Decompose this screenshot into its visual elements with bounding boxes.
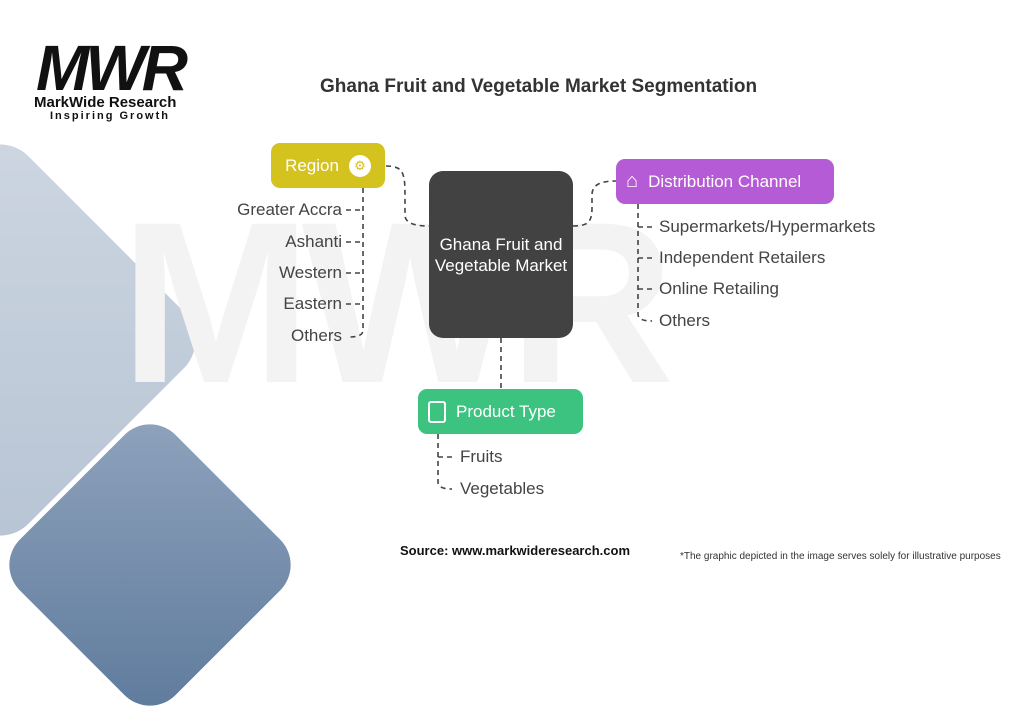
distribution-item: Supermarkets/Hypermarkets: [659, 217, 876, 236]
region-item: Others: [290, 326, 342, 345]
category-product-type: Product Type: [418, 389, 583, 434]
distribution-item: Online Retailing: [659, 279, 780, 298]
logo-mark: MWR: [36, 32, 188, 104]
category-distribution-channel: ⌂ Distribution Channel: [616, 159, 834, 204]
region-item: Eastern: [283, 294, 342, 313]
product-label: Product Type: [456, 401, 556, 421]
region-item: Western: [279, 263, 342, 282]
region-item: Greater Accra: [237, 200, 342, 219]
product-document-icon: [428, 400, 446, 423]
distribution-item: Independent Retailers: [659, 248, 826, 267]
distribution-label: Distribution Channel: [648, 171, 802, 191]
watermark: MWR: [120, 174, 675, 431]
region-item: Ashanti: [285, 232, 342, 251]
disclaimer-note: *The graphic depicted in the image serve…: [680, 551, 1001, 562]
product-item: Vegetables: [460, 479, 545, 498]
connector-lines: [346, 165, 653, 490]
region-label: Region: [285, 155, 339, 175]
center-node: Ghana Fruit and Vegetable Market: [429, 171, 573, 338]
logo-tagline: Inspiring Growth: [50, 110, 170, 122]
distribution-item: Others: [659, 311, 711, 330]
product-item: Fruits: [460, 447, 503, 466]
category-region: Region ⚙: [271, 143, 385, 188]
page-title: Ghana Fruit and Vegetable Market Segment…: [320, 76, 758, 97]
center-node-label: Ghana Fruit and Vegetable Market: [434, 234, 568, 275]
source-text: Source: www.markwideresearch.com: [400, 543, 631, 558]
store-megaphone-icon: ⌂: [626, 170, 639, 192]
logo-name: MarkWide Research: [34, 94, 177, 111]
location-gear-icon: ⚙: [348, 154, 371, 177]
